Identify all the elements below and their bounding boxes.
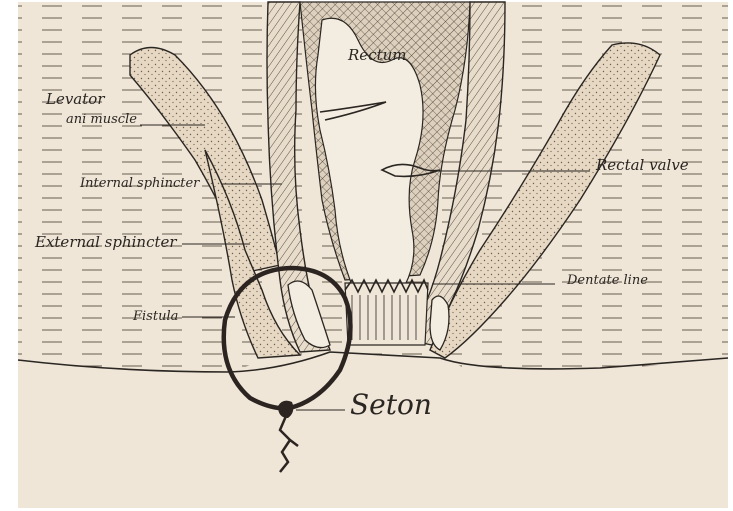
label-dentate-line: Dentate line	[566, 273, 648, 288]
label-levator-line2: ani muscle	[66, 112, 137, 127]
label-rectum: Rectum	[347, 46, 406, 64]
label-seton: Seton	[350, 388, 432, 421]
label-internal-sphincter: Internal sphincter	[79, 176, 200, 191]
label-fistula: Fistula	[132, 309, 178, 324]
label-levator-line1: Levator	[45, 90, 105, 108]
label-rectal-valve: Rectal valve	[595, 156, 689, 174]
label-external-sphincter: External sphincter	[34, 233, 177, 251]
